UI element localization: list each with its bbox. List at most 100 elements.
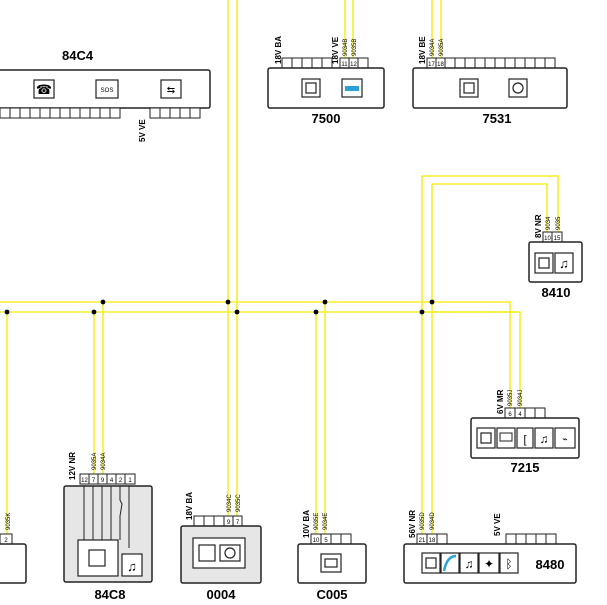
connector-7531 — [426, 57, 556, 69]
wire-label: 9035D — [420, 512, 426, 530]
pin-number: 10 — [313, 538, 320, 544]
wire-label: 9035A — [92, 453, 98, 470]
display-icon — [499, 432, 513, 442]
bluetooth-icon: ᛒ — [505, 557, 512, 571]
pin-number: 21 — [419, 538, 426, 544]
wire-label: 9035K — [6, 513, 12, 530]
connector-84C4 — [0, 107, 201, 119]
connector-84C8 — [79, 473, 136, 485]
pin-number: 4 — [110, 478, 114, 484]
component-label: 7531 — [483, 111, 512, 126]
connector-8480 — [416, 533, 557, 545]
ecu-icon — [88, 549, 106, 567]
pin-number: 2 — [119, 478, 123, 484]
component-label: 84C8 — [94, 587, 125, 602]
component-label: 7215 — [511, 460, 540, 475]
music-note-icon: ♫ — [127, 559, 137, 574]
wire-label: 9034C — [227, 494, 233, 512]
pin-number: 2 — [4, 538, 8, 544]
connector-label-1: 56V NR — [408, 510, 417, 538]
ecu-icon — [538, 257, 550, 269]
handsfree-icon: ☎ — [36, 82, 52, 97]
ecu-icon — [198, 544, 216, 562]
navigation-icon: ✦ — [484, 557, 494, 571]
wire-label: 9035E — [314, 513, 320, 530]
connector-label: 6V MR — [496, 389, 505, 414]
component-7531[interactable]: 18V BE 9034A 9035A 17 18 7531 — [412, 36, 568, 126]
usb-port-icon — [324, 558, 338, 568]
wire-label: 9034A — [101, 453, 107, 470]
wire-label: 9035J — [508, 390, 514, 406]
component-label: 7500 — [312, 111, 341, 126]
wire-label: 9034B — [343, 39, 349, 56]
wire-label: 9034 — [546, 216, 552, 230]
pin-number: 7 — [236, 520, 240, 526]
wire-label: 9035 — [556, 216, 562, 230]
wire-label: 9034A — [430, 39, 436, 56]
component-label: 84C4 — [62, 48, 94, 63]
connector-label: 10V BA — [302, 510, 311, 538]
pin-number: 6 — [508, 412, 512, 418]
pin-number: 11 — [341, 62, 348, 68]
wire-label: 9035B — [352, 39, 358, 56]
component-84C8[interactable]: 12V NR 9035A 9034A 12 7 9 4 2 1 ♫ 84C8 — [63, 452, 153, 602]
sos-label: SOS — [101, 88, 114, 94]
wire-label: 9035C — [236, 494, 242, 512]
connector-label: 18V BE — [418, 36, 427, 64]
pin-number: 18 — [429, 538, 436, 544]
gauge-icon — [224, 547, 236, 559]
pin-number: 10 — [544, 236, 551, 242]
pin-number: 1 — [128, 478, 132, 484]
antenna-icon: ⌁ — [562, 434, 567, 444]
junction-dots — [4, 299, 435, 315]
wires — [0, 0, 559, 534]
connector-label-2: 5V VE — [493, 513, 502, 536]
pin-number: 7 — [92, 478, 96, 484]
wire-label: 9034E — [323, 513, 329, 530]
pin-number: 17 — [428, 62, 435, 68]
component-7500[interactable]: 18V BA 18V VE 9034B 9035B 11 12 7500 — [267, 36, 385, 126]
connector-label: 5V VE — [138, 119, 147, 142]
internal-wiring — [83, 486, 130, 548]
car-icon — [345, 86, 359, 91]
component-label: 0004 — [207, 587, 237, 602]
ecu-icon — [463, 82, 475, 94]
connector-0004 — [193, 515, 243, 527]
component-0004[interactable]: 18V BA 9034C 9035C 9 7 0004 — [180, 492, 262, 602]
connector-label: 18V BA — [185, 492, 194, 520]
pin-number: 15 — [554, 236, 561, 242]
component-8410[interactable]: 8V NR 9034 9035 10 15 ♫ 8410 — [528, 214, 583, 300]
connector-7215 — [504, 407, 546, 419]
component-84C4[interactable]: 84C4 ☎ SOS ⇆ 5V VE — [0, 48, 211, 142]
pin-number: 12 — [350, 62, 357, 68]
pin-number: 18 — [437, 62, 444, 68]
phone-icon — [442, 554, 457, 572]
ecu-icon — [305, 82, 317, 94]
connector-label-1: 18V BA — [274, 36, 283, 64]
component-label: C005 — [316, 587, 347, 602]
wire-label: 9034D — [430, 512, 436, 530]
component-8480[interactable]: 56V NR 9035D 9034D 5V VE 21 18 ♫ ✦ ᛒ 848… — [403, 510, 577, 584]
component-label: 8480 — [536, 557, 565, 572]
pin-number: 4 — [518, 412, 522, 418]
component-label: 8410 — [542, 285, 571, 300]
component-left-partial[interactable]: 9035K 2 — [0, 513, 27, 584]
music-note-icon: ♫ — [559, 256, 569, 271]
pin-number: 9 — [101, 478, 105, 484]
connector-label-2: 18V VE — [331, 36, 340, 64]
connector-label: 8V NR — [534, 214, 543, 238]
bracket-icon: [ — [523, 434, 526, 446]
music-note-icon: ♫ — [540, 432, 549, 446]
ecu-icon — [480, 432, 492, 444]
usb-icon: ⇆ — [167, 85, 175, 96]
component-C005[interactable]: 10V BA 9035E 9034E 10 5 C005 — [297, 510, 367, 602]
connector-7500 — [281, 57, 369, 69]
music-note-icon: ♫ — [465, 557, 474, 571]
component-7215[interactable]: 6V MR 9035J 9034J 6 4 [ ♫ ⌁ 7215 — [470, 389, 580, 475]
wire-label: 9034J — [518, 390, 524, 406]
pin-number: 5 — [324, 538, 328, 544]
wire-label: 9035A — [439, 39, 445, 56]
ventilation-icon — [512, 82, 524, 94]
pin-number: 12 — [81, 478, 88, 484]
